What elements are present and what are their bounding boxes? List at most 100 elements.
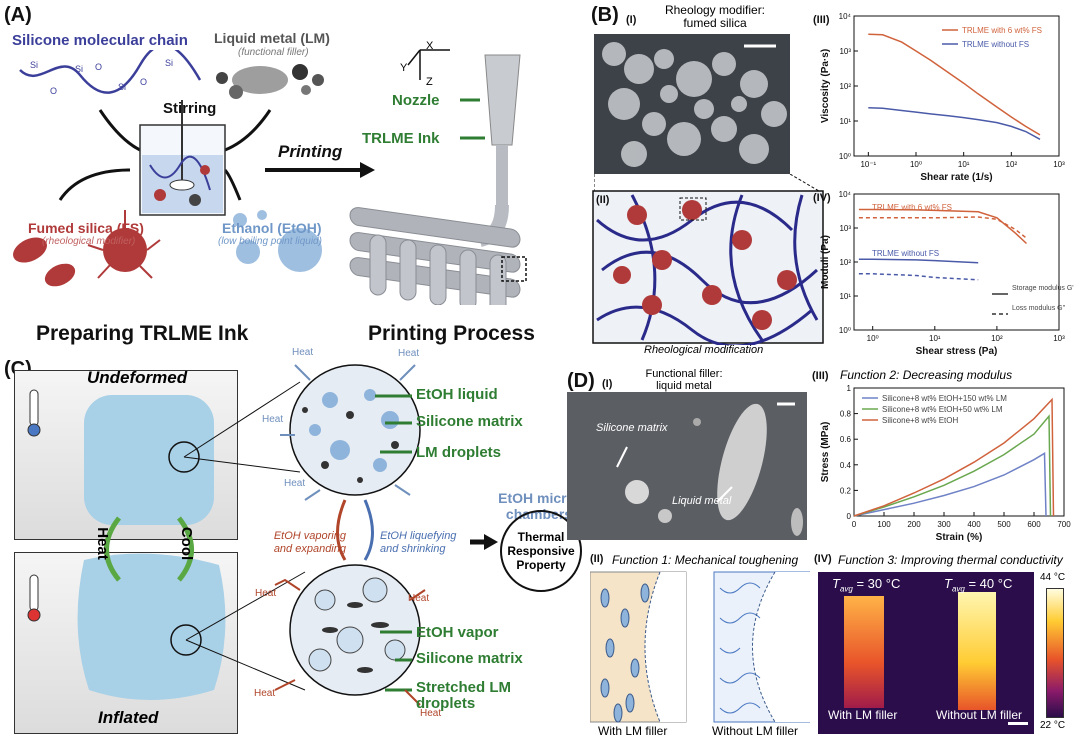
colorbar-min-label: 22 °C <box>1040 720 1066 731</box>
x-tick-label: 10³ <box>1053 334 1065 343</box>
svg-text:Si: Si <box>30 60 38 70</box>
heat-tag-6: Heat <box>254 688 276 699</box>
etoh-liquid-label: EtOH liquid <box>416 386 498 403</box>
x-tick-label: 10⁻¹ <box>860 160 876 169</box>
y-tick-label: 0.4 <box>840 461 852 470</box>
preparing-title: Preparing TRLME Ink <box>36 322 249 345</box>
heat-tag-4: Heat <box>284 478 306 489</box>
y-tick-label: 1 <box>847 384 852 393</box>
d-i-title: Functional filler: liquid metal <box>645 368 723 392</box>
printing-label: Printing <box>278 142 343 161</box>
panel-b-label: (B) <box>591 4 619 26</box>
x-axis-label: Shear rate (1/s) <box>920 172 992 183</box>
legend-label: TRLME without FS <box>962 40 1029 49</box>
nozzle-label: Nozzle <box>392 92 440 109</box>
legend-label: Silicone+8 wt% EtOH+150 wt% LM <box>882 394 1007 403</box>
series-line <box>868 106 1041 140</box>
y-tick-label: 10³ <box>839 47 851 56</box>
legend-label: Silicone+8 wt% EtOH+50 wt% LM <box>882 405 1003 414</box>
d-ii-title: Function 1: Mechanical toughening <box>612 553 799 567</box>
y-tick-label: 10⁴ <box>839 12 852 21</box>
d-iv-label: (IV) <box>814 553 832 565</box>
series-line <box>853 397 1055 517</box>
stretched-lm-label: Stretched LM droplets <box>416 679 512 712</box>
series-line <box>858 273 979 281</box>
svg-text:O: O <box>50 86 57 96</box>
y-tick-label: 0 <box>847 512 852 521</box>
ir-sample-with-lm <box>844 596 884 708</box>
b-i-title: Rheology modifier: fumed silica <box>664 3 766 30</box>
y-tick-label: 10⁰ <box>839 326 851 335</box>
y-tick-label: 10⁴ <box>839 190 852 199</box>
axis-z-label: Z <box>426 76 433 88</box>
x-tick-label: 700 <box>1057 520 1071 529</box>
printing-process-title: Printing Process <box>368 322 535 345</box>
ir-without-lm-label: Without LM filler <box>936 708 1023 722</box>
svg-text:O: O <box>95 62 102 72</box>
t-avg-1: Tavg = 30 °C <box>832 576 901 594</box>
inflated-label: Inflated <box>98 708 159 727</box>
printing-process-illustration <box>349 49 527 305</box>
etoh-vapor-label: EtOH vapor <box>416 624 499 641</box>
axis-x-label: X <box>426 40 434 52</box>
x-axis-label: Shear stress (Pa) <box>916 346 998 357</box>
series-line <box>853 414 1052 517</box>
y-axis-label: Moduli (Pa) <box>820 235 831 289</box>
annotation-with-fs: TRLME with 6 wt% FS <box>872 203 952 212</box>
series-line <box>858 208 1028 245</box>
heat-tag-1: Heat <box>292 347 314 358</box>
panel-d-label: (D) <box>567 370 595 392</box>
x-tick-label: 0 <box>852 520 857 529</box>
b-ii-caption: Rheological modification <box>644 344 764 356</box>
d-ii-label: (II) <box>590 553 604 565</box>
d-iv-title: Function 3: Improving thermal conductivi… <box>838 553 1063 567</box>
d-i-label: (I) <box>602 378 613 390</box>
x-tick-label: 10⁰ <box>910 160 922 169</box>
infrared-image <box>818 572 1034 734</box>
without-lm-caption: Without LM filler <box>712 724 799 738</box>
x-tick-label: 600 <box>1027 520 1041 529</box>
t-avg-2: Tavg = 40 °C <box>944 576 1013 594</box>
series-line <box>858 216 1027 239</box>
x-tick-label: 10² <box>1006 160 1018 169</box>
fs-sublabel: (rheological modifier) <box>42 236 136 247</box>
silicone-matrix-label: Silicone matrix <box>416 413 523 430</box>
with-lm-caption: With LM filler <box>598 724 668 738</box>
fs-label: Fumed silica (FS) <box>28 220 144 236</box>
y-tick-label: 10² <box>839 258 851 267</box>
microstructure-circles <box>183 364 426 706</box>
y-axis-label: Viscosity (Pa·s) <box>820 49 831 123</box>
b-i-label: (I) <box>626 14 637 26</box>
etoh-label: Ethanol (EtOH) <box>222 220 322 236</box>
right-arrow-icon <box>470 534 498 550</box>
panel-a-label: (A) <box>4 4 32 26</box>
fumed-silica-sem-image <box>594 34 790 174</box>
ir-with-lm-label: With LM filler <box>828 708 898 722</box>
x-tick-label: 500 <box>997 520 1011 529</box>
svg-text:Si: Si <box>75 64 83 74</box>
ir-scalebar <box>1008 722 1028 725</box>
trlme-ink-label: TRLME Ink <box>362 130 440 147</box>
etoh-sublabel: (low boiling point liquid) <box>218 236 322 247</box>
plot-frame <box>853 15 1060 157</box>
plot-frame <box>853 387 1065 517</box>
silicone-matrix-label-2: Silicone matrix <box>416 650 523 667</box>
legend-label: TRLME with 6 wt% FS <box>962 26 1042 35</box>
sem-lm-label: Liquid metal <box>672 495 732 507</box>
toughening-illustration <box>590 571 810 723</box>
rheological-network-diagram <box>592 190 824 345</box>
heat-tag-2: Heat <box>398 348 420 359</box>
vaporing-label: EtOH vaporing and expanding <box>273 530 346 555</box>
colorbar-max-label: 44 °C <box>1040 572 1066 583</box>
heat-tag-8: Heat <box>420 708 442 719</box>
x-tick-label: 400 <box>967 520 981 529</box>
lm-droplets-label: LM droplets <box>416 444 501 461</box>
lm-label: Liquid metal (LM) <box>214 30 330 46</box>
d-iii-title: Function 2: Decreasing modulus <box>840 368 1013 382</box>
x-tick-label: 200 <box>907 520 921 529</box>
undeformed-label: Undeformed <box>87 368 188 387</box>
y-tick-label: 0.8 <box>840 410 852 419</box>
heat-tag-3: Heat <box>262 414 284 425</box>
